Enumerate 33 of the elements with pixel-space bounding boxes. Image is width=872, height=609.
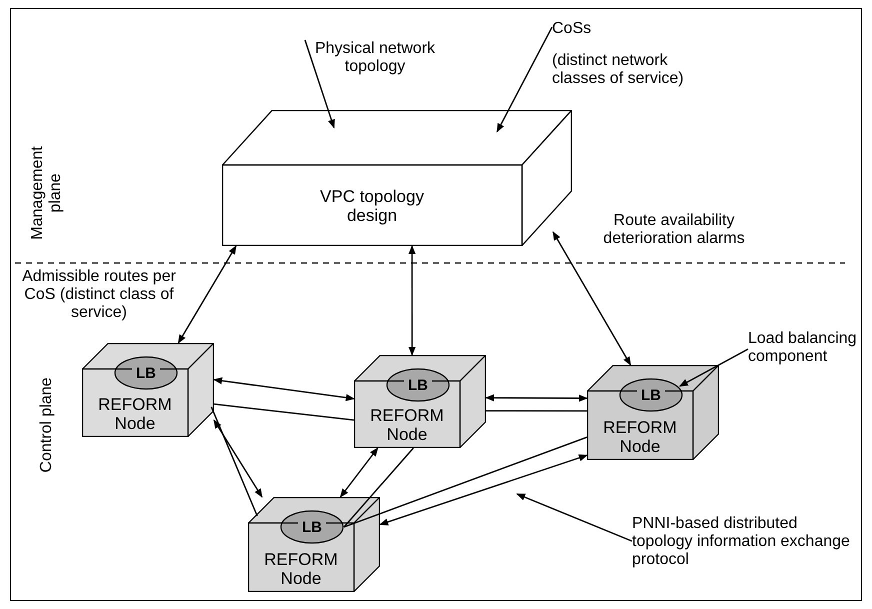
arrow xyxy=(552,231,632,366)
arrow xyxy=(496,26,553,133)
annotation-text: PNNI-based distributed topology information exchange protocol xyxy=(632,515,851,569)
link-line xyxy=(486,410,587,412)
node-label: REFORM Node xyxy=(369,406,445,444)
arrow xyxy=(408,245,416,356)
node-label: LB xyxy=(408,378,428,392)
node-label: LB xyxy=(302,520,322,534)
arrow xyxy=(178,245,237,344)
link-line xyxy=(214,403,354,421)
leader-line xyxy=(516,493,632,542)
node-label: LB xyxy=(136,366,156,380)
leader-line xyxy=(679,348,748,387)
plane-label: Management plane xyxy=(29,144,65,242)
node-label: LB xyxy=(641,388,661,402)
link-line xyxy=(210,406,258,516)
annotation-text: (distinct network classes of service) xyxy=(552,52,685,88)
link-line xyxy=(343,448,414,528)
annotation-text: Physical network topology xyxy=(314,40,436,76)
arrow xyxy=(379,454,588,526)
annotation-text: Load balancing component xyxy=(748,330,858,366)
node-label: REFORM Node xyxy=(97,395,173,433)
arrow xyxy=(213,377,355,402)
arrow xyxy=(304,40,335,129)
plane-label: Control plane xyxy=(38,376,56,475)
arrow xyxy=(340,447,378,498)
annotation-text: CoSs xyxy=(552,20,592,38)
node-label: REFORM Node xyxy=(263,550,339,588)
arrow xyxy=(485,394,588,402)
link-line xyxy=(344,436,588,528)
arrow xyxy=(213,419,263,498)
node-label: VPC topology design xyxy=(319,186,425,224)
node-label: REFORM Node xyxy=(602,418,678,456)
